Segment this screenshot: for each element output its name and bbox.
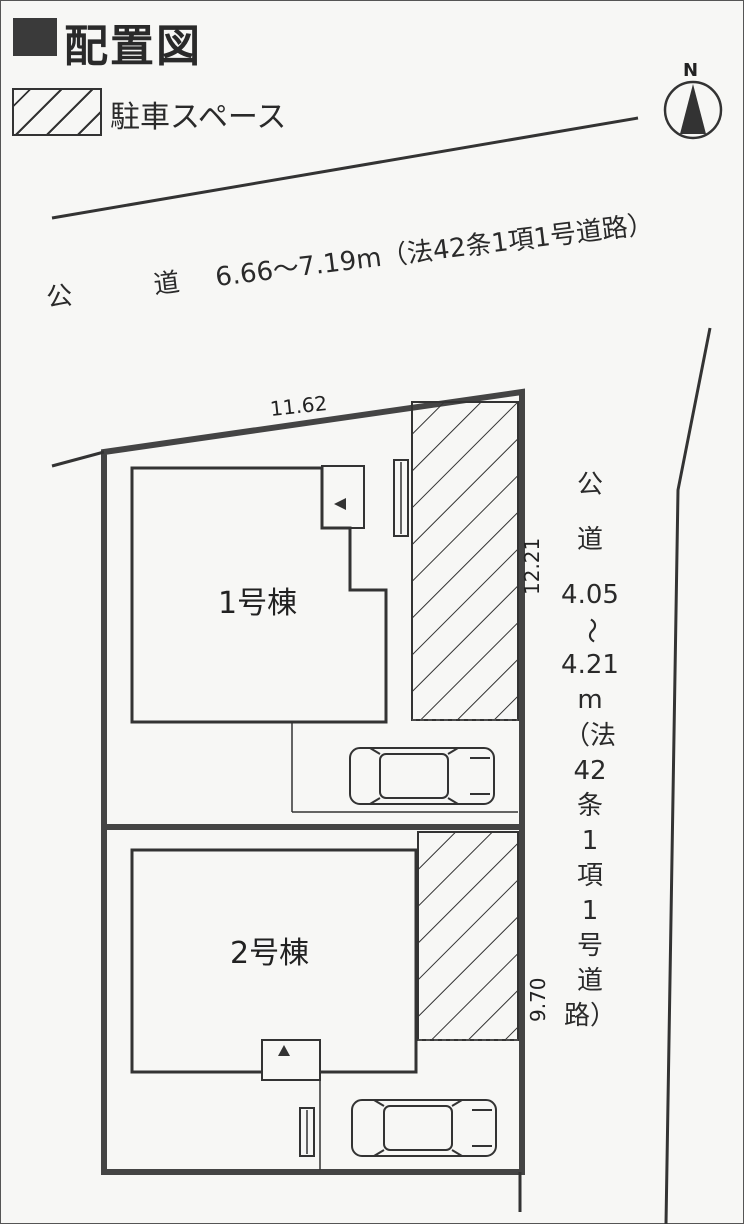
entrance-2-marker-icon (278, 1045, 290, 1056)
entrance-1 (321, 465, 365, 529)
east-road-width-from: 4.05 (561, 580, 619, 611)
east-road-law-char: 42 (573, 755, 607, 786)
east-road-label: 公 道 4.05 〜 4.21 m （法 42 条 1 項 1 号 道 路） (560, 468, 620, 1034)
east-road-law-char: 道 (576, 966, 603, 997)
lot-boundary (101, 388, 525, 1175)
east-road-law-char: 号 (576, 931, 603, 962)
east-road-law-char: （法 (563, 720, 616, 751)
east-road-name-1: 公 (576, 470, 603, 500)
north-label: N (683, 60, 699, 81)
dimension-right-lower: 9.70 (526, 977, 550, 1022)
parking-hatch-1 (411, 401, 519, 721)
east-road-law-char: 1 (581, 825, 599, 856)
east-road-unit: m (577, 685, 603, 716)
north-arrow-icon (663, 80, 723, 140)
north-road-line (51, 116, 639, 220)
east-road-law-char: 1 (581, 896, 599, 927)
east-road-line (664, 327, 712, 1224)
east-road-tilde: 〜 (575, 617, 606, 644)
car-1-icon (349, 747, 495, 805)
entrance-1-marker-icon (334, 498, 346, 510)
east-road-law-char: 項 (576, 860, 603, 891)
entrance-2 (261, 1039, 321, 1081)
east-road-name-2: 道 (576, 525, 603, 556)
car-2-icon (351, 1099, 497, 1157)
building-2-label: 2号棟 (230, 936, 310, 971)
east-road-law-char: 路） (563, 1001, 616, 1032)
building-1-label: 1号棟 (218, 586, 298, 621)
east-road-law-char: 条 (576, 790, 603, 821)
parking-hatch-2 (417, 831, 519, 1041)
title-marker (13, 18, 57, 56)
legend-hatch-swatch (12, 88, 102, 136)
east-road-width-to: 4.21 (561, 650, 619, 681)
stair-1 (393, 459, 409, 537)
page-title: 配置図 (64, 21, 202, 72)
dimension-right-upper: 12.21 (520, 537, 544, 595)
stair-2 (299, 1107, 315, 1157)
east-road-law: （法 42 条 1 項 1 号 道 路） (560, 719, 620, 1035)
legend-label: 駐車スペース (110, 100, 287, 135)
